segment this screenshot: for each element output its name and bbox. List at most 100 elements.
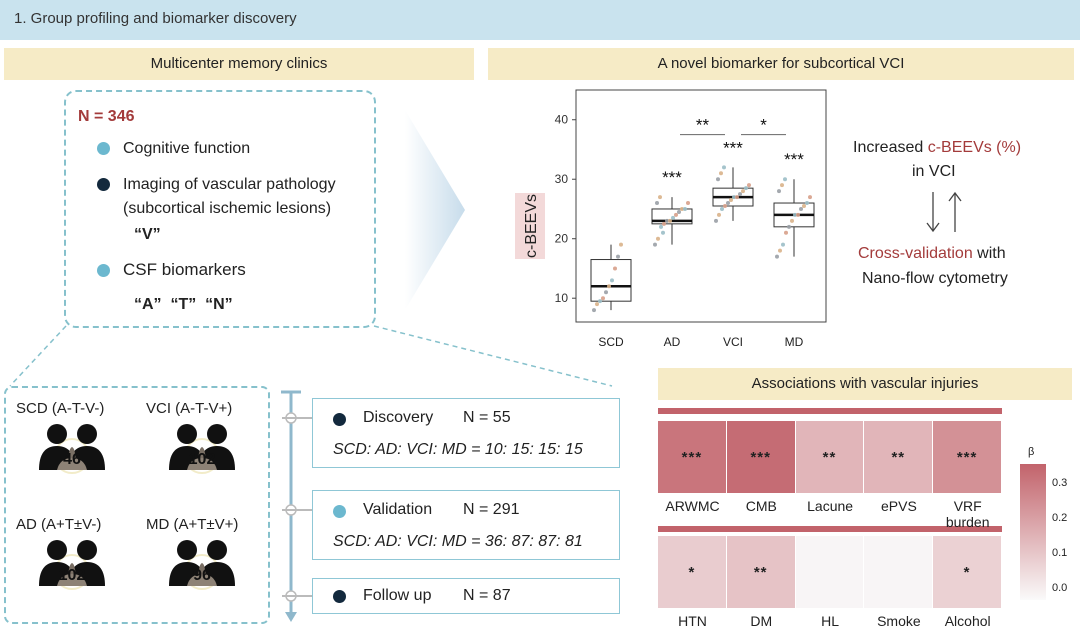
data-point (723, 204, 727, 208)
legend-tick-3: 0.1 (1052, 547, 1068, 559)
data-point (719, 171, 723, 176)
data-point (738, 192, 742, 197)
data-point (796, 212, 800, 217)
phase-discovery-bullet (333, 413, 346, 426)
data-point (783, 177, 787, 182)
item-imaging: Imaging of vascular pathology (123, 176, 336, 193)
data-point (784, 230, 788, 235)
data-point (592, 308, 596, 313)
box-md: *** MD (773, 150, 815, 349)
data-point (610, 278, 614, 283)
data-point (799, 206, 803, 211)
legend-tick-4: 0.0 (1052, 582, 1068, 594)
group-label-vci: VCI (A-T-V+) (146, 400, 233, 417)
timeline-tick-3 (282, 595, 312, 597)
phase-validation-name: Validation (363, 501, 433, 518)
people-icon: 46 (39, 424, 105, 474)
heatmap-cell-hl (795, 536, 864, 608)
groups-box (4, 386, 270, 624)
heatmap-label: VRF burden (945, 498, 990, 530)
data-point (668, 218, 672, 223)
ylabel-bg (515, 193, 545, 259)
label-v: “V” (134, 226, 161, 243)
left-header: Multicenter memory clinics (4, 48, 474, 80)
data-point (655, 201, 659, 206)
phase-validation-bullet (333, 505, 346, 518)
finding-line3-suffix: with (972, 245, 1006, 262)
y-tick-label: 40 (555, 113, 569, 127)
data-point (747, 183, 751, 188)
data-point (661, 230, 665, 235)
data-point (805, 201, 809, 206)
data-point (744, 186, 748, 191)
data-point (683, 206, 687, 211)
data-point (729, 198, 733, 203)
bullet-imaging (97, 178, 110, 191)
person-head (77, 424, 97, 444)
data-point (732, 195, 736, 200)
group-count: 46 (63, 451, 81, 468)
significance-label: *** (784, 150, 804, 169)
data-point (780, 183, 784, 188)
x-tick-label: MD (785, 335, 804, 349)
y-tick-label: 20 (555, 232, 569, 246)
heatmap-label: HL (821, 613, 840, 629)
count-plate (187, 458, 217, 470)
cohort-box (64, 90, 376, 328)
phase-discovery-ratio: SCD: AD: VCI: MD = 10: 15: 15: 15 (333, 441, 583, 458)
x-tick-label: VCI (723, 335, 743, 349)
data-point (601, 296, 605, 301)
person-head (47, 540, 67, 560)
bullet-csf (97, 264, 110, 277)
box-ad: ***AD (651, 168, 693, 349)
heatmap-cell-smoke (864, 536, 933, 608)
person-head (207, 424, 227, 444)
heatmap-label: DM (750, 613, 773, 629)
flow-arrow (405, 110, 465, 310)
count-plate (187, 574, 217, 586)
group-count: 96 (193, 567, 211, 584)
phase-followup-n: N = 87 (463, 587, 511, 604)
finding-line1-highlight: c-BEEVs (%) (927, 139, 1022, 156)
data-point (598, 299, 602, 304)
timeline-tick-2 (282, 509, 312, 511)
phase-validation-n: N = 291 (463, 501, 520, 518)
phase-followup-name: Follow up (363, 587, 432, 604)
legend-tick-1: 0.3 (1052, 477, 1068, 489)
phase-validation: Validation N = 291 SCD: AD: VCI: MD = 36… (312, 490, 620, 560)
data-point (662, 221, 666, 226)
data-point (619, 242, 623, 247)
comparison-label: ** (696, 116, 710, 135)
section-title: 1. Group profiling and biomarker discove… (14, 10, 297, 27)
data-point (613, 266, 617, 271)
data-point (793, 212, 797, 217)
phase-followup: Follow up N = 87 (312, 578, 620, 614)
bullet-cognitive (97, 142, 110, 155)
group-count: 102 (189, 451, 216, 468)
finding-line4: Nano-flow cytometry (862, 270, 1008, 287)
legend-title: β (1028, 446, 1035, 458)
finding-line1: Increased c-BEEVs (%) (853, 139, 1021, 157)
person-head (47, 424, 67, 444)
data-point (656, 236, 660, 241)
phase-followup-bullet (333, 590, 346, 603)
data-point (808, 195, 812, 200)
heatmap-cell-arwmc: *** (658, 421, 726, 493)
data-point (790, 218, 794, 223)
data-point (680, 206, 684, 211)
box-vci: ***VCI (712, 138, 754, 349)
data-point (674, 212, 678, 217)
heatmap-cell-htn: * (658, 536, 726, 608)
timeline-tick-1 (282, 417, 312, 419)
data-point (607, 284, 611, 289)
phase-validation-ratio: SCD: AD: VCI: MD = 36: 87: 87: 81 (333, 533, 583, 550)
people-icon: 102 (169, 424, 235, 474)
comparison-label: * (760, 116, 767, 135)
data-point (653, 242, 657, 247)
heatmap-label: CMB (745, 498, 777, 514)
heatmap-label: Lacune (807, 498, 854, 514)
heatmap-cell-epvs: ** (864, 421, 933, 493)
data-point (717, 212, 721, 217)
person-head (207, 540, 227, 560)
